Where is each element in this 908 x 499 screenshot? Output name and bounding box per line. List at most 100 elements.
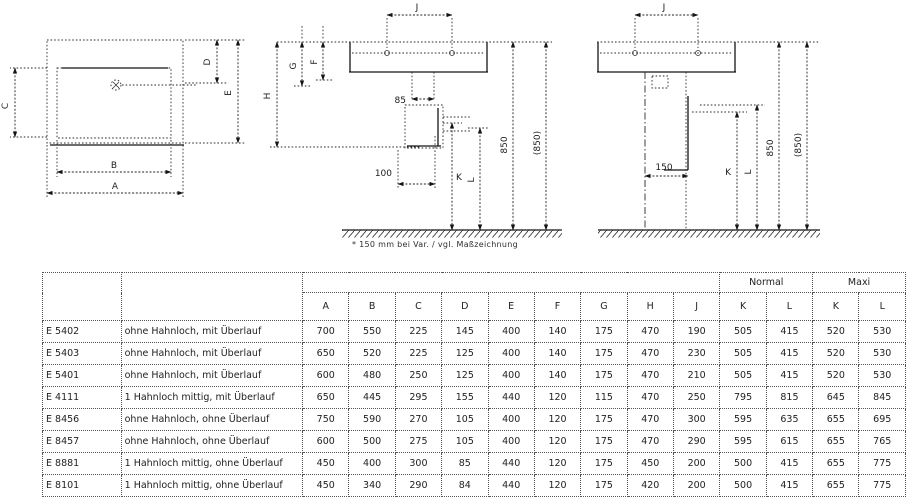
column-header-k-9: K [719,292,767,321]
value-cell: 400 [487,408,535,431]
model-cell: E 5402 [42,320,122,343]
value-cell: 450 [302,452,350,475]
value-cell: 120 [533,474,582,497]
model-cell: E 8881 [42,452,122,475]
value-cell: 500 [719,452,767,475]
value-cell: 300 [672,408,721,431]
column-header-c-2: C [394,292,443,321]
group-header-maxi: Maxi [812,272,906,293]
fixing-hole [384,50,390,56]
description-cell: ohne Hahnloch, ohne Überlauf [120,408,304,431]
value-cell: 190 [672,320,721,343]
dim-label-A: A [112,182,119,192]
dim-label-G: G [289,62,299,69]
value-cell: 655 [812,474,860,497]
value-cell: 440 [487,474,535,497]
column-header-a-0: A [302,292,350,321]
front-view-linework [270,18,562,238]
value-cell: 505 [719,364,767,387]
siphon-trap [404,104,444,149]
value-cell: 120 [533,408,582,431]
value-cell: 530 [858,342,906,365]
model-column-header [42,272,122,321]
dim-label-H: H [263,93,273,100]
dim-label-100: 100 [375,169,392,179]
value-cell: 300 [394,452,443,475]
side-view-linework [597,18,820,238]
dim-label-85: 85 [395,96,406,106]
column-header-j-8: J [672,292,721,321]
value-cell: 500 [719,474,767,497]
value-cell: 200 [672,452,721,475]
dim-label-J: J [662,3,666,13]
model-cell: E 4111 [42,386,122,409]
description-cell: ohne Hahnloch, mit Überlauf [120,364,304,387]
value-cell: 615 [765,430,814,453]
value-cell: 125 [441,364,489,387]
value-cell: 595 [719,430,767,453]
description-cell: 1 Hahnloch mittig, ohne Überlauf [120,474,304,497]
dim-F: F [310,41,326,81]
value-cell: 815 [765,386,814,409]
value-cell: 440 [487,386,535,409]
value-cell: 505 [719,342,767,365]
value-cell: 340 [348,474,396,497]
value-cell: 400 [348,452,396,475]
dim-label-850: 850 [766,139,776,156]
value-cell: 175 [580,452,628,475]
dim-L-side: L [744,104,760,231]
value-cell: 200 [672,474,721,497]
value-cell: 530 [858,320,906,343]
value-cell: 450 [626,452,674,475]
description-cell: ohne Hahnloch, ohne Überlauf [120,430,304,453]
value-cell: 85 [441,452,489,475]
value-cell: 290 [394,474,443,497]
value-cell: 400 [487,342,535,365]
value-cell: 440 [487,452,535,475]
value-cell: 635 [765,408,814,431]
model-cell: E 5403 [42,342,122,365]
value-cell: 415 [765,474,814,497]
column-header-f-5: F [533,292,582,321]
value-cell: 115 [580,386,628,409]
value-cell: 450 [302,474,350,497]
dim-label-850: 850 [500,136,510,153]
value-cell: 775 [858,474,906,497]
description-cell: ohne Hahnloch, mit Überlauf [120,342,304,365]
value-cell: 250 [672,386,721,409]
value-cell: 225 [394,320,443,343]
value-cell: 775 [858,452,906,475]
value-cell: 470 [626,408,674,431]
value-cell: 655 [812,452,860,475]
dim-label-L: L [467,177,477,182]
dim-label-850p: (850) [533,131,543,155]
value-cell: 530 [858,364,906,387]
value-cell: 650 [302,386,350,409]
value-cell: 845 [858,386,906,409]
fixing-hole [632,50,638,56]
dim-850p-front: (850) [533,41,549,231]
dim-label-K: K [456,173,463,183]
description-cell: 1 Hahnloch mittig, mit Überlauf [120,386,304,409]
value-cell: 140 [533,364,582,387]
value-cell: 120 [533,430,582,453]
value-cell: 140 [533,320,582,343]
value-cell: 470 [626,342,674,365]
value-cell: 470 [626,430,674,453]
dim-label-F: F [310,59,320,64]
plan-view-drawing: C D E B A [1,39,246,198]
value-cell: 225 [394,342,443,365]
dim-850-front: 850 [500,41,516,231]
value-cell: 420 [626,474,674,497]
value-cell: 400 [487,320,535,343]
dim-H: H [263,41,280,148]
dim-850-side: 850 [766,41,782,231]
dim-label-E: E [224,90,234,96]
